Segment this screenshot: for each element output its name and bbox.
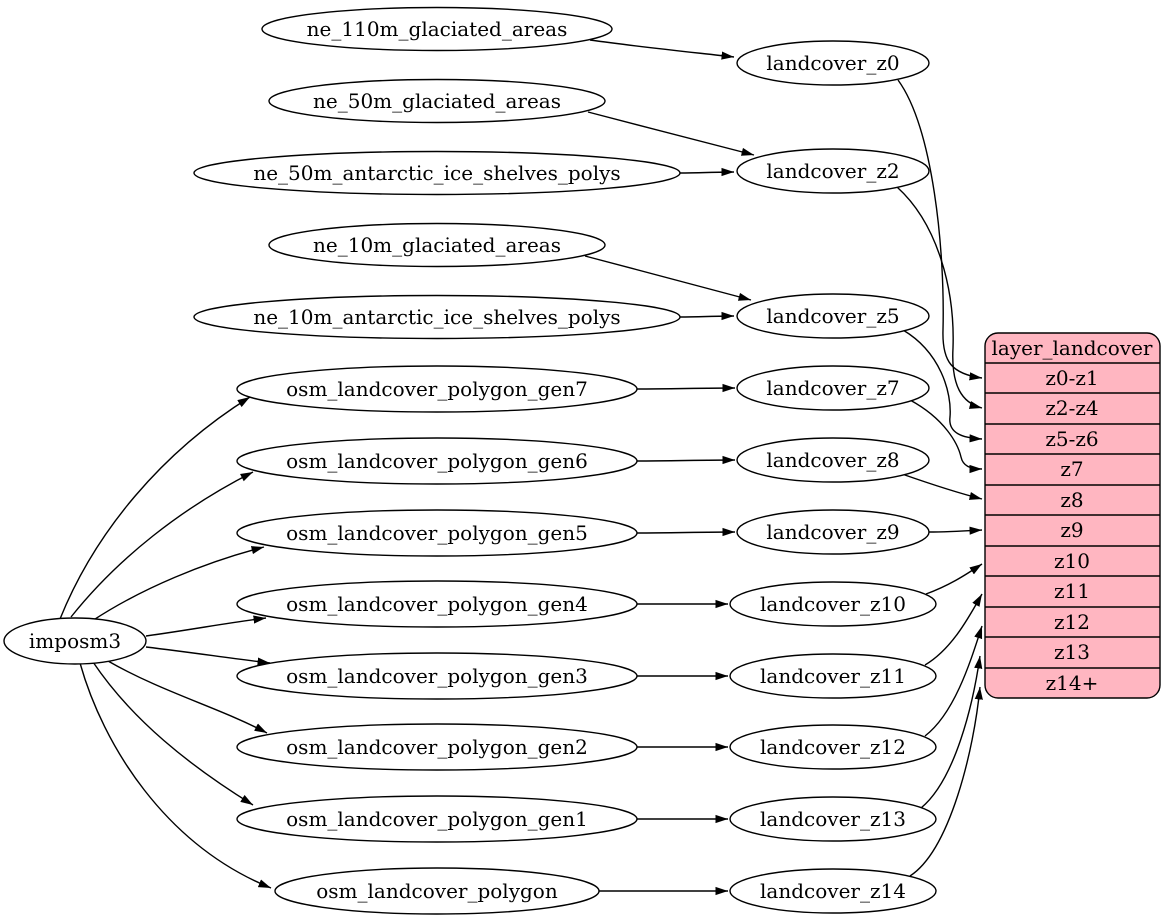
- node-label: osm_landcover_polygon_gen4: [286, 592, 588, 616]
- node-landcover-z8: landcover_z8: [736, 437, 930, 483]
- edge-landcover-z12-row-z12: [924, 625, 983, 737]
- edge-landcover-z8-row-z8: [901, 473, 983, 500]
- node-landcover-z13: landcover_z13: [729, 796, 937, 842]
- node-label: ne_10m_glaciated_areas: [313, 233, 561, 257]
- node-label: landcover_z5: [766, 304, 899, 328]
- node-label: ne_50m_antarctic_ice_shelves_polys: [253, 161, 620, 185]
- node-label: imposm3: [29, 629, 121, 653]
- node-label: landcover_z7: [766, 376, 899, 400]
- node-osm-landcover-polygon-gen5: osm_landcover_polygon_gen5: [236, 509, 638, 557]
- edge-imposm3-osm-landcover-polygon-gen7: [59, 396, 251, 620]
- edge-landcover-z2-row-z2-z4: [896, 186, 983, 409]
- node-label: osm_landcover_polygon_gen7: [286, 377, 588, 401]
- edge-landcover-z14-row-z14plus: [909, 686, 983, 877]
- table-row-z9: z9: [1060, 518, 1083, 542]
- edge-ne-50m-antarctic-ice-shelves-polys-landcover-z2: [679, 167, 735, 177]
- edge-imposm3-osm-landcover-polygon-gen6: [70, 471, 254, 618]
- edge-osm-landcover-polygon-gen6-landcover-z8: [636, 455, 736, 465]
- edge-landcover-z11-row-z11: [924, 593, 983, 666]
- node-osm-landcover-polygon-gen2: osm_landcover_polygon_gen2: [236, 723, 638, 771]
- table-row-z13: z13: [1054, 640, 1090, 664]
- node-label: osm_landcover_polygon: [316, 879, 558, 903]
- node-landcover-z14: landcover_z14: [729, 868, 937, 914]
- node-landcover-z0: landcover_z0: [736, 40, 930, 86]
- edge-landcover-z7-row-z7: [909, 399, 983, 474]
- node-label: landcover_z2: [766, 159, 899, 183]
- edge-landcover-z10-row-z10: [925, 563, 983, 595]
- node-landcover-z2: landcover_z2: [736, 148, 930, 194]
- node-osm-landcover-polygon-gen1: osm_landcover_polygon_gen1: [236, 795, 638, 843]
- table-row-z5-z6: z5-z6: [1045, 427, 1098, 451]
- node-osm-landcover-polygon-gen6: osm_landcover_polygon_gen6: [236, 437, 638, 485]
- node-label: ne_110m_glaciated_areas: [307, 17, 568, 41]
- node-label: ne_10m_antarctic_ice_shelves_polys: [253, 305, 620, 329]
- edge-landcover-z5-row-z5-z6: [902, 329, 983, 443]
- node-landcover-z5: landcover_z5: [736, 293, 930, 339]
- edge-imposm3-osm-landcover-polygon-gen2: [107, 660, 268, 734]
- node-landcover-z10: landcover_z10: [729, 581, 937, 627]
- edge-ne-10m-glaciated-areas-landcover-z5: [584, 255, 752, 301]
- edge-imposm3-osm-landcover-polygon: [79, 662, 272, 889]
- node-landcover-z12: landcover_z12: [729, 724, 937, 770]
- node-label: osm_landcover_polygon_gen3: [286, 664, 588, 688]
- node-label: landcover_z8: [766, 448, 899, 472]
- edge-landcover-z0-row-z0-z1: [897, 79, 983, 381]
- node-label: landcover_z9: [766, 520, 899, 544]
- edge-ne-110m-glaciated-areas-landcover-z0: [589, 39, 735, 60]
- node-osm-landcover-polygon: osm_landcover_polygon: [274, 867, 600, 915]
- table-row-z0-z1: z0-z1: [1045, 366, 1098, 390]
- node-label: landcover_z11: [760, 664, 906, 688]
- table-layer-landcover: layer_landcover z0-z1 z2-z4 z5-z6 z7 z8 …: [984, 332, 1161, 699]
- node-label: osm_landcover_polygon_gen6: [286, 449, 588, 473]
- edge-landcover-z9-row-z9: [928, 526, 983, 535]
- edge-imposm3-osm-landcover-polygon-gen4: [145, 615, 267, 637]
- node-label: landcover_z14: [760, 879, 906, 903]
- node-landcover-z11: landcover_z11: [729, 653, 937, 699]
- edge-imposm3-osm-landcover-polygon-gen5: [91, 546, 265, 622]
- node-label: landcover_z13: [760, 807, 906, 831]
- table-row-z11: z11: [1054, 579, 1090, 603]
- node-label: landcover_z12: [760, 735, 906, 759]
- node-osm-landcover-polygon-gen4: osm_landcover_polygon_gen4: [236, 580, 638, 628]
- node-label: osm_landcover_polygon_gen5: [286, 521, 588, 545]
- edge-ne-50m-glaciated-areas-landcover-z2: [587, 111, 755, 156]
- table-row-z7: z7: [1060, 457, 1083, 481]
- node-label: osm_landcover_polygon_gen2: [286, 735, 588, 759]
- node-label: osm_landcover_polygon_gen1: [286, 807, 588, 831]
- table-row-z8: z8: [1060, 488, 1083, 512]
- table-row-z12: z12: [1054, 610, 1090, 634]
- edge-osm-landcover-polygon-gen7-landcover-z7: [636, 383, 736, 393]
- table-row-z2-z4: z2-z4: [1045, 396, 1098, 420]
- node-label: landcover_z0: [766, 51, 899, 75]
- node-ne-10m-glaciated-areas: ne_10m_glaciated_areas: [268, 222, 606, 268]
- node-landcover-z9: landcover_z9: [736, 509, 930, 555]
- node-osm-landcover-polygon-gen7: osm_landcover_polygon_gen7: [236, 365, 638, 413]
- node-landcover-z7: landcover_z7: [736, 365, 930, 411]
- node-ne-10m-antarctic-ice-shelves-polys: ne_10m_antarctic_ice_shelves_polys: [193, 294, 681, 340]
- node-ne-50m-antarctic-ice-shelves-polys: ne_50m_antarctic_ice_shelves_polys: [193, 150, 681, 196]
- node-imposm3: imposm3: [3, 617, 147, 665]
- edge-layer: [59, 39, 983, 896]
- node-label: ne_50m_glaciated_areas: [313, 89, 561, 113]
- edge-osm-landcover-polygon-gen5-landcover-z9: [636, 527, 736, 537]
- edge-landcover-z13-row-z13: [920, 655, 983, 809]
- table-title: layer_landcover: [992, 336, 1153, 360]
- edge-imposm3-osm-landcover-polygon-gen1: [92, 661, 254, 806]
- edge-imposm3-osm-landcover-polygon-gen3: [145, 646, 271, 666]
- table-row-z10: z10: [1054, 549, 1090, 573]
- node-ne-50m-glaciated-areas: ne_50m_glaciated_areas: [268, 78, 606, 124]
- table-row-z14plus: z14+: [1046, 671, 1099, 695]
- node-label: landcover_z10: [760, 592, 906, 616]
- edge-ne-10m-antarctic-ice-shelves-polys-landcover-z5: [679, 311, 735, 321]
- node-ne-110m-glaciated-areas: ne_110m_glaciated_areas: [261, 6, 613, 52]
- node-osm-landcover-polygon-gen3: osm_landcover_polygon_gen3: [236, 652, 638, 700]
